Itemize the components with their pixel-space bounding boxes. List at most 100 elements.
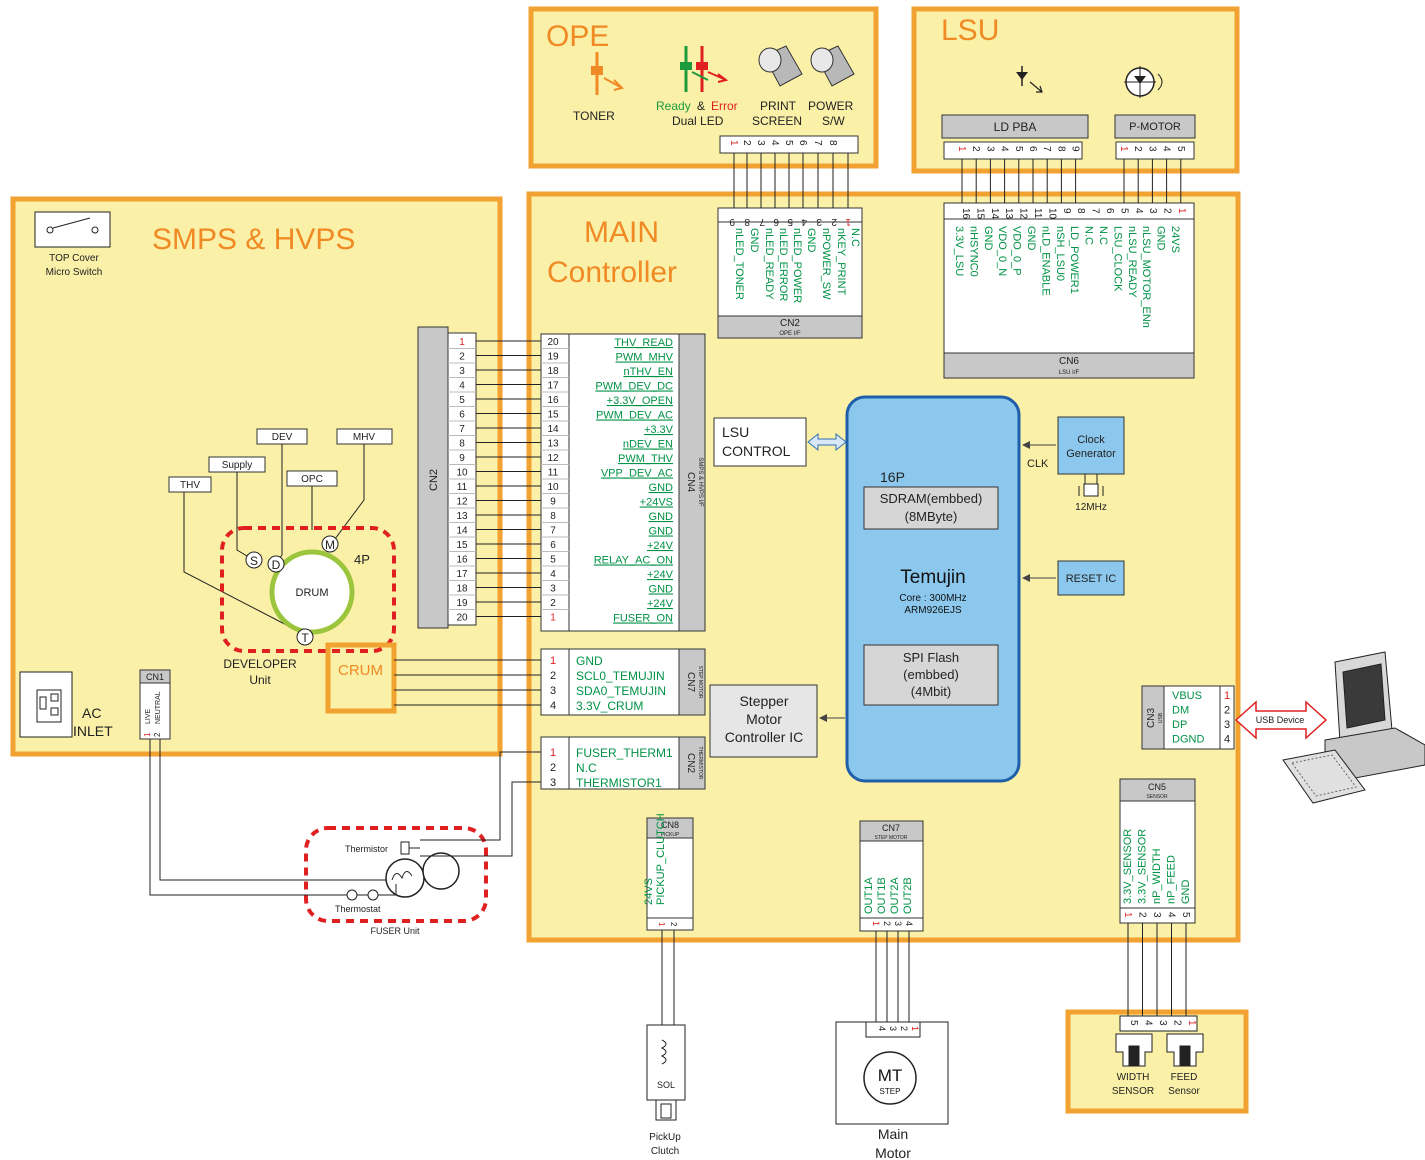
ope-pin-1: 1	[728, 140, 739, 146]
cn3-signal-1: VBUS	[1172, 690, 1202, 702]
cn6-signal-4: nLSU_READY	[1126, 226, 1138, 298]
fuser-unit-label: FUSER Unit	[370, 926, 420, 936]
sol-box	[646, 1024, 686, 1101]
sdram-box	[863, 486, 999, 530]
cn2-ope-pin-5: 5	[787, 216, 793, 227]
spi-label-3: (4Mbit)	[911, 684, 951, 699]
cn2-ope-pin-9: 9	[729, 216, 735, 227]
cn4-pin-11: 11	[548, 468, 559, 479]
solenoid-coil-icon	[660, 1039, 667, 1065]
cn7a-pin-4: 4	[550, 700, 556, 712]
cn6-pin-13: 13	[1003, 208, 1014, 220]
p-motor-label: P-MOTOR	[1129, 121, 1181, 133]
smps-cn2-pin-14: 14	[456, 526, 468, 537]
lsu-motor-connector	[1115, 141, 1195, 160]
cn7b-label: CN7	[882, 823, 900, 833]
cn6-pin-15: 15	[974, 208, 985, 220]
feed-sensor-label-1: FEED	[1171, 1072, 1198, 1083]
cn6-signal-8: LD_POWER1	[1068, 226, 1080, 294]
smps-cn2-label: CN2	[428, 469, 440, 491]
cn4-signal-3: GND	[649, 584, 674, 596]
cn7b-signal-1: OUT1A	[863, 877, 875, 914]
temujin-16p: 16P	[880, 469, 905, 485]
cn6-pin-6: 6	[1104, 208, 1115, 214]
cn3-pin-4: 4	[1224, 734, 1230, 746]
smps-cn2-pin-2: 2	[459, 352, 465, 363]
cn6-signal-11: GND	[1025, 226, 1037, 251]
cn5-signal-2: 3.3V_SENSOR	[1137, 829, 1149, 904]
cn6-signal-16: 3.3V_LSU	[953, 226, 965, 276]
cn4-pin-16: 16	[547, 395, 559, 406]
cn4-pin-14: 14	[547, 424, 559, 435]
thermistor-wire-1	[420, 751, 541, 841]
clock-generator-box	[1057, 416, 1125, 475]
ac-label-1: AC	[82, 705, 101, 721]
lsu-control-box	[713, 417, 807, 467]
ld-pba-box	[941, 114, 1089, 139]
p-motor-box	[1114, 114, 1196, 139]
developer-dashed-outline	[220, 526, 396, 653]
cn7a-label: CN7	[685, 672, 696, 692]
cn5-label: CN5	[1148, 782, 1166, 792]
lsu-motor-pin-4: 4	[1161, 146, 1172, 152]
smps-cn2-pin-3: 3	[459, 366, 465, 377]
motor-pin-4: 4	[877, 1026, 887, 1031]
cn2t-signal-3: THERMISTOR1	[576, 776, 662, 790]
cn4-signal-14: +3.3V	[644, 424, 674, 436]
width-sensor-label-1: WIDTH	[1117, 1072, 1150, 1083]
smps-title: SMPS & HVPS	[152, 223, 355, 256]
cn2-ope-signal-9: nLED_TONER	[733, 228, 745, 300]
thermostat-label: Thermostat	[335, 904, 381, 914]
cn8-label: CN8	[661, 820, 679, 830]
feed-sensor-icon	[1166, 1033, 1204, 1067]
smps-cn2-pin-16: 16	[456, 555, 468, 566]
contact-t-label: T	[301, 631, 309, 645]
cn2-ope-sub: OPE I/F	[779, 331, 801, 337]
cn6-signal-5: LSU_CLOCK	[1111, 226, 1123, 292]
contact-s	[245, 551, 263, 569]
thermistor-wire-2	[420, 781, 541, 857]
cn8-pin-2: 2	[669, 922, 678, 927]
cn4-pin-7: 7	[550, 526, 556, 537]
lsu-motor-pin-3: 3	[1146, 146, 1157, 152]
cn6-label: CN6	[1059, 356, 1079, 367]
lsu-title: LSU	[941, 14, 999, 47]
cn7b-pin-1: 1	[871, 921, 881, 926]
cn6-pin-10: 10	[1046, 208, 1057, 220]
cn6-signal-14: GND	[982, 226, 994, 251]
lsu-ld-pin-8: 8	[1055, 146, 1066, 152]
cn3-pin-1: 1	[1224, 690, 1230, 702]
cn4-pin-17: 17	[547, 381, 559, 392]
cn7a-signal-3: SDA0_TEMUJIN	[576, 684, 666, 698]
main-title-2: Controller	[547, 256, 677, 289]
cn7b-pin-2: 2	[882, 921, 892, 926]
cn3-label: CN3	[1146, 708, 1157, 728]
cn2t-signal-2: N.C	[576, 761, 597, 775]
cn6-pin-3: 3	[1147, 208, 1158, 214]
lsu-motor-pin-1: 1	[1118, 146, 1129, 152]
temujin-chip	[845, 395, 1021, 783]
smps-cn2-pin-4: 4	[459, 381, 465, 392]
led-amp-label: &	[697, 99, 705, 113]
cn6-signal-10: nLD_ENABLE	[1039, 226, 1051, 296]
cn4-pin-1: 1	[550, 613, 556, 624]
ope-pin-7: 7	[812, 140, 823, 146]
lsu-ld-pin-2: 2	[970, 146, 981, 152]
smps-cn2-pin-5: 5	[459, 395, 465, 406]
power-label-1: POWER	[808, 99, 854, 113]
cn8-body	[646, 837, 694, 919]
cn8-signal-2: PICKUP_CLUTCH	[655, 813, 667, 905]
ope-pin-4: 4	[769, 140, 780, 146]
crum-label: CRUM	[338, 662, 383, 679]
laser-diode-icon	[1016, 66, 1043, 93]
ope-pin-6: 6	[797, 140, 808, 146]
sensor-pin-2: 2	[1172, 1020, 1183, 1026]
contact-m-label: M	[325, 538, 335, 552]
cn1-pin-2: 2	[153, 732, 162, 737]
cn8-signal-1: 24VS	[643, 878, 655, 905]
cn7b-sub: STEP MOTOR	[875, 835, 908, 841]
cn2-ope-label: CN2	[780, 318, 800, 329]
power-label-2: S/W	[822, 114, 845, 128]
cn1-pin-1: 1	[143, 732, 152, 737]
